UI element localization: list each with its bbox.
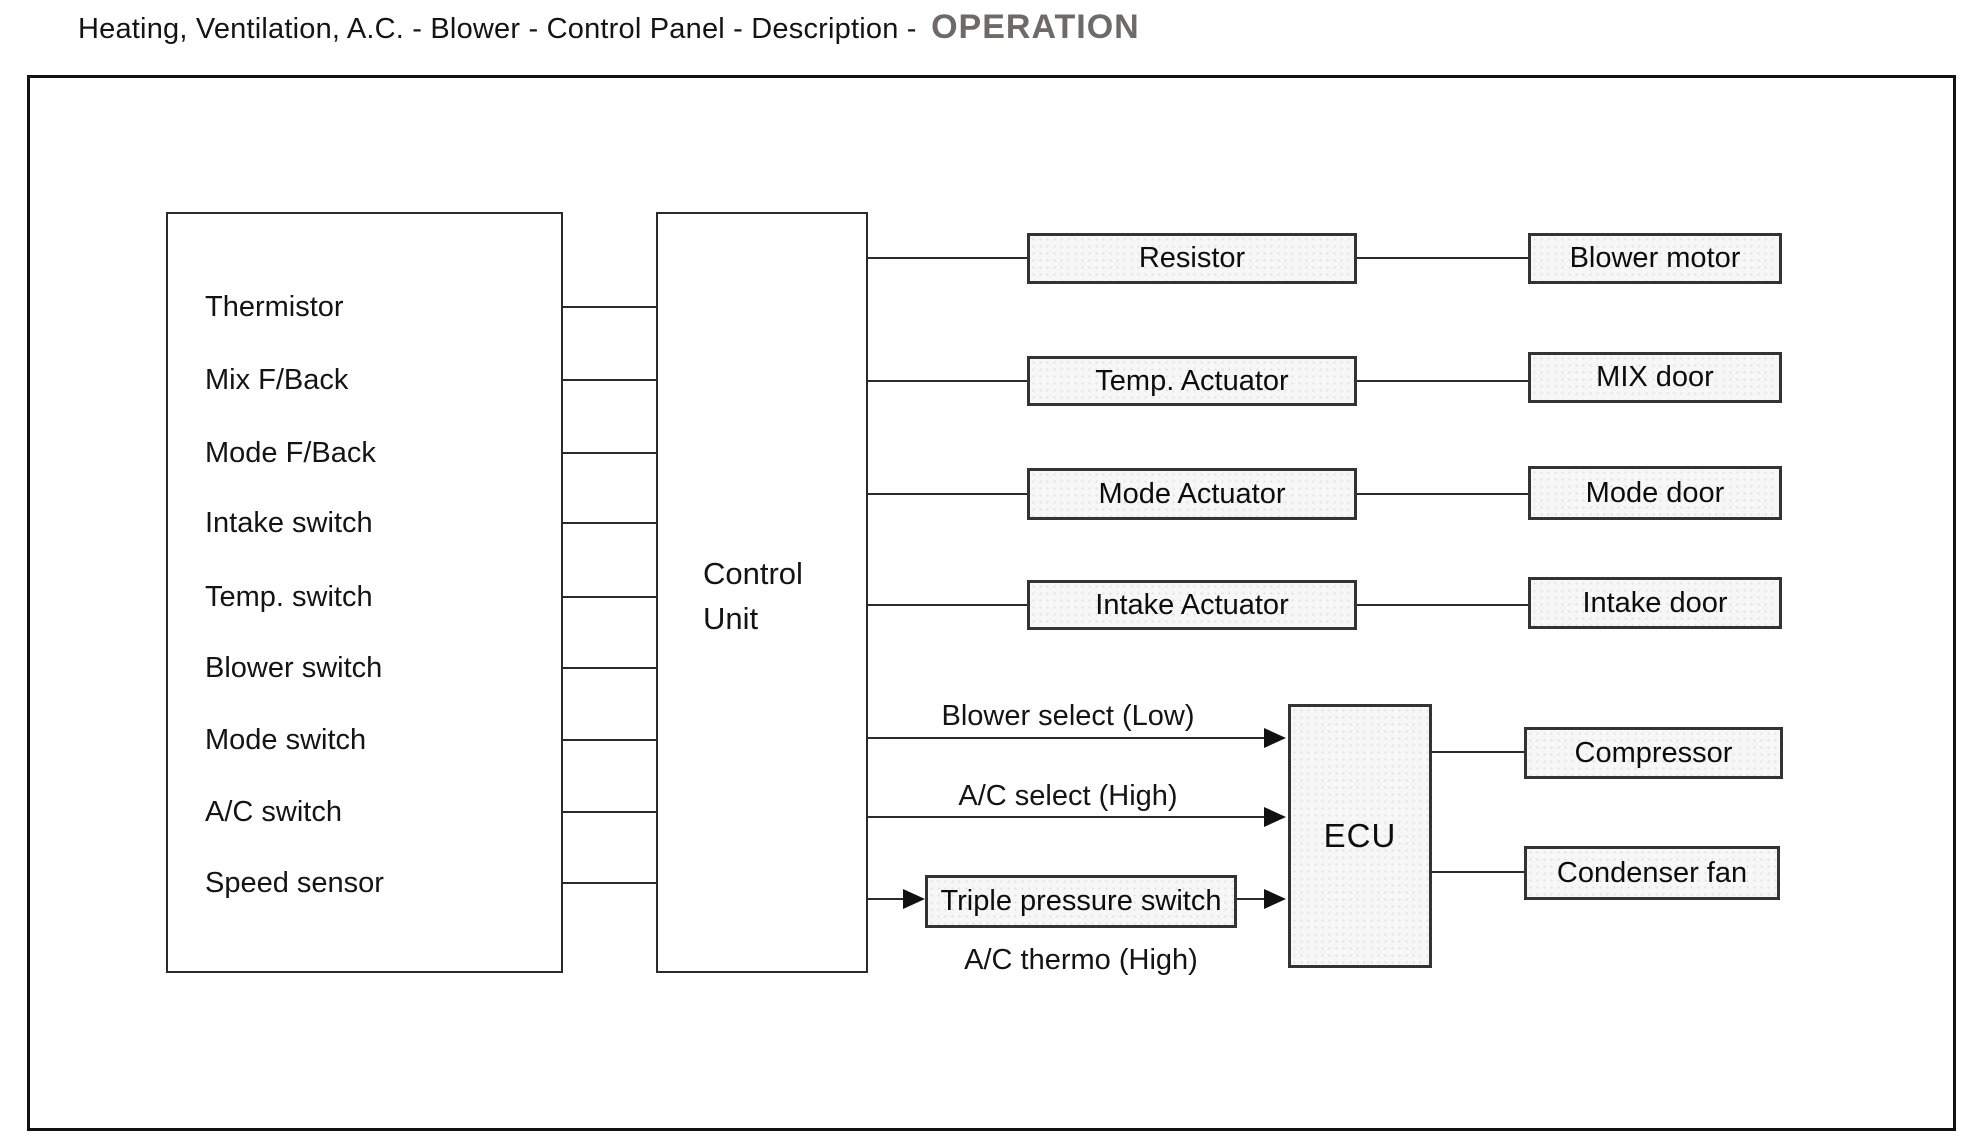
condenser-fan-label: Condenser fan (1556, 856, 1748, 889)
triple-pressure-switch-box: Triple pressure switch (925, 875, 1237, 928)
connector-blower-switch (563, 667, 656, 669)
arrow-into-triple-pressure-icon (903, 889, 925, 909)
resistor-box: Resistor (1027, 233, 1357, 284)
line-intake-actuator-intake-door (1357, 604, 1528, 606)
connector-mix-fback (563, 379, 656, 381)
line-cu-temp-actuator (868, 380, 1027, 382)
line-triple-pressure-ecu (1237, 898, 1266, 900)
arrow-blower-select-icon (1264, 728, 1286, 748)
connector-mode-fback (563, 452, 656, 454)
line-cu-triple-pressure (868, 898, 905, 900)
line-ac-select (868, 816, 1266, 818)
input-label-intake-switch: Intake switch (205, 507, 373, 539)
intake-actuator-box: Intake Actuator (1027, 580, 1357, 630)
mix-door-label: MIX door (1596, 361, 1714, 393)
mode-door-label: Mode door (1585, 476, 1725, 509)
temp-actuator-box: Temp. Actuator (1027, 356, 1357, 406)
input-label-mode-fback: Mode F/Back (205, 437, 376, 469)
line-cu-mode-actuator (868, 493, 1027, 495)
connector-temp-switch (563, 596, 656, 598)
connector-ac-switch (563, 811, 656, 813)
line-blower-select (868, 737, 1266, 739)
input-label-blower-switch: Blower switch (205, 652, 383, 684)
inputs-box (166, 212, 563, 973)
mode-actuator-box: Mode Actuator (1027, 468, 1357, 520)
intake-door-label: Intake door (1582, 586, 1728, 619)
arrow-ac-select-icon (1264, 807, 1286, 827)
temp-actuator-label: Temp. Actuator (1095, 364, 1289, 397)
page-title: Heating, Ventilation, A.C. - Blower - Co… (78, 8, 1140, 47)
connector-thermistor (563, 306, 656, 308)
input-label-thermistor: Thermistor (205, 291, 344, 323)
control-unit-box (656, 212, 868, 973)
input-label-speed-sensor: Speed sensor (205, 867, 384, 899)
line-resistor-blower-motor (1357, 257, 1528, 259)
intake-door-box: Intake door (1528, 577, 1782, 629)
control-unit-label: Control Unit (703, 556, 803, 636)
mode-actuator-label: Mode Actuator (1098, 477, 1286, 510)
condenser-fan-box: Condenser fan (1524, 846, 1780, 900)
page-title-emphasis: OPERATION (931, 8, 1140, 46)
arrow-into-ecu-icon (1264, 889, 1286, 909)
intake-actuator-label: Intake Actuator (1095, 588, 1289, 621)
connector-speed-sensor (563, 882, 656, 884)
mix-door-box: MIX door (1528, 352, 1782, 403)
compressor-label: Compressor (1574, 736, 1733, 769)
input-label-ac-switch: A/C switch (205, 796, 342, 828)
compressor-box: Compressor (1524, 727, 1783, 779)
page-title-text: Heating, Ventilation, A.C. - Blower - Co… (78, 13, 917, 45)
line-cu-intake-actuator (868, 604, 1027, 606)
input-label-mode-switch: Mode switch (205, 724, 367, 756)
blower-motor-label: Blower motor (1569, 242, 1741, 274)
line-cu-resistor (868, 257, 1027, 259)
ac-thermo-label: A/C thermo (High) (964, 944, 1198, 976)
line-mode-actuator-mode-door (1357, 493, 1528, 495)
mode-door-box: Mode door (1528, 466, 1782, 520)
blower-select-label: Blower select (Low) (941, 700, 1195, 732)
line-temp-actuator-mix-door (1357, 380, 1528, 382)
connector-intake-switch (563, 522, 656, 524)
input-label-mix-fback: Mix F/Back (205, 364, 349, 396)
resistor-label: Resistor (1138, 242, 1246, 274)
ecu-label: ECU (1323, 817, 1397, 854)
ecu-box: ECU (1288, 704, 1432, 968)
connector-mode-switch (563, 739, 656, 741)
input-label-temp-switch: Temp. switch (205, 581, 373, 613)
triple-pressure-switch-label: Triple pressure switch (940, 885, 1222, 917)
line-ecu-compressor (1432, 751, 1524, 753)
blower-motor-box: Blower motor (1528, 233, 1782, 284)
line-ecu-condenser-fan (1432, 871, 1524, 873)
ac-select-label: A/C select (High) (958, 780, 1178, 812)
